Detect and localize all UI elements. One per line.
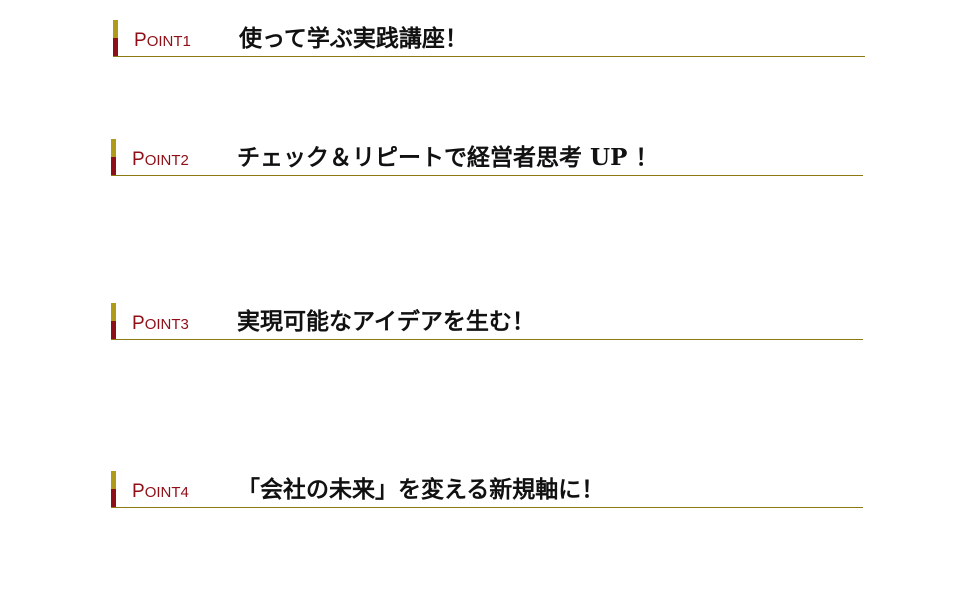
point-title: 実現可能なアイデアを生む！ xyxy=(237,308,535,335)
point-number: 1 xyxy=(182,33,191,50)
point-label: POINT4 xyxy=(132,482,189,501)
point-title: 使って学ぶ実践講座！ xyxy=(239,25,468,52)
point-label: POINT1 xyxy=(134,31,191,50)
point-heading-4: POINT4 「会社の未来」を変える新規軸に！ xyxy=(111,471,863,508)
point-number: 2 xyxy=(180,152,189,169)
point-label-initial: P xyxy=(132,481,145,502)
point-number: 3 xyxy=(180,316,189,333)
point-heading-3: POINT3 実現可能なアイデアを生む！ xyxy=(111,303,863,340)
heading-accent-bar xyxy=(111,139,116,175)
point-title: 「会社の未来」を変える新規軸に！ xyxy=(237,476,605,503)
point-title: チェック＆リピートで経営者思考 UP ！ xyxy=(237,144,659,171)
point-label: POINT2 xyxy=(132,150,189,169)
point-label-rest: OINT xyxy=(144,316,181,333)
heading-accent-bar xyxy=(111,303,116,339)
point-heading-1: POINT1 使って学ぶ実践講座！ xyxy=(113,20,865,57)
point-label-rest: OINT xyxy=(146,33,183,50)
heading-accent-bar xyxy=(113,20,118,56)
point-label-initial: P xyxy=(134,30,147,51)
point-label-initial: P xyxy=(132,149,145,170)
point-label-rest: OINT xyxy=(144,152,181,169)
point-label: POINT3 xyxy=(132,314,189,333)
heading-accent-bar xyxy=(111,471,116,507)
point-label-rest: OINT xyxy=(144,484,181,501)
point-number: 4 xyxy=(180,484,189,501)
point-label-initial: P xyxy=(132,313,145,334)
point-heading-2: POINT2 チェック＆リピートで経営者思考 UP ！ xyxy=(111,139,863,176)
